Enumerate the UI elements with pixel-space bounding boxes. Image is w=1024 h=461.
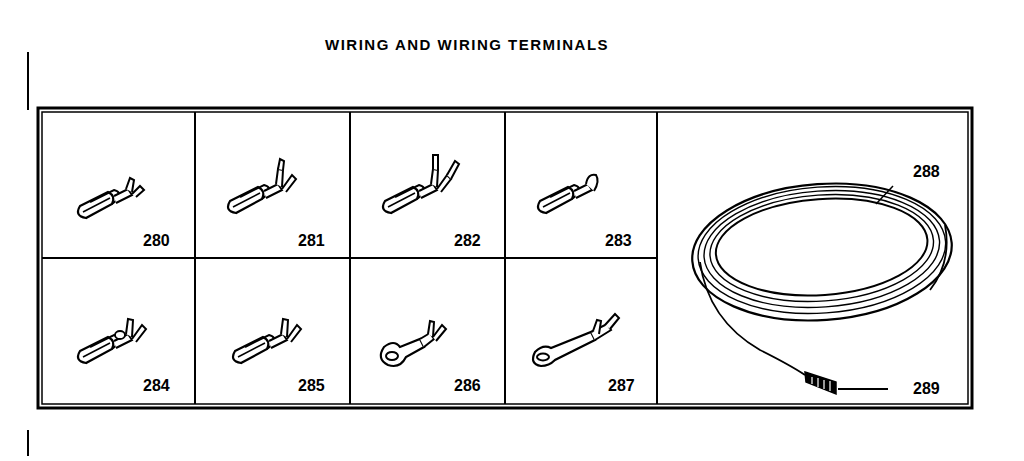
- callout-number: 283: [605, 232, 632, 250]
- diagram-title: WIRING AND WIRING TERMINALS: [325, 36, 609, 53]
- callout-number: 286: [454, 377, 481, 395]
- ring-terminal: [381, 321, 446, 366]
- wire-end-plug: [805, 372, 888, 394]
- callout-number: 281: [298, 232, 325, 250]
- ring-terminal: [533, 314, 619, 366]
- callout-number: 288: [913, 163, 940, 181]
- callout-number: 285: [298, 377, 325, 395]
- callout-number: 289: [913, 380, 940, 398]
- callout-number: 287: [608, 377, 635, 395]
- callout-number: 280: [143, 232, 170, 250]
- callout-number: 282: [454, 232, 481, 250]
- wire-coil: [688, 175, 957, 375]
- callout-number: 284: [143, 377, 170, 395]
